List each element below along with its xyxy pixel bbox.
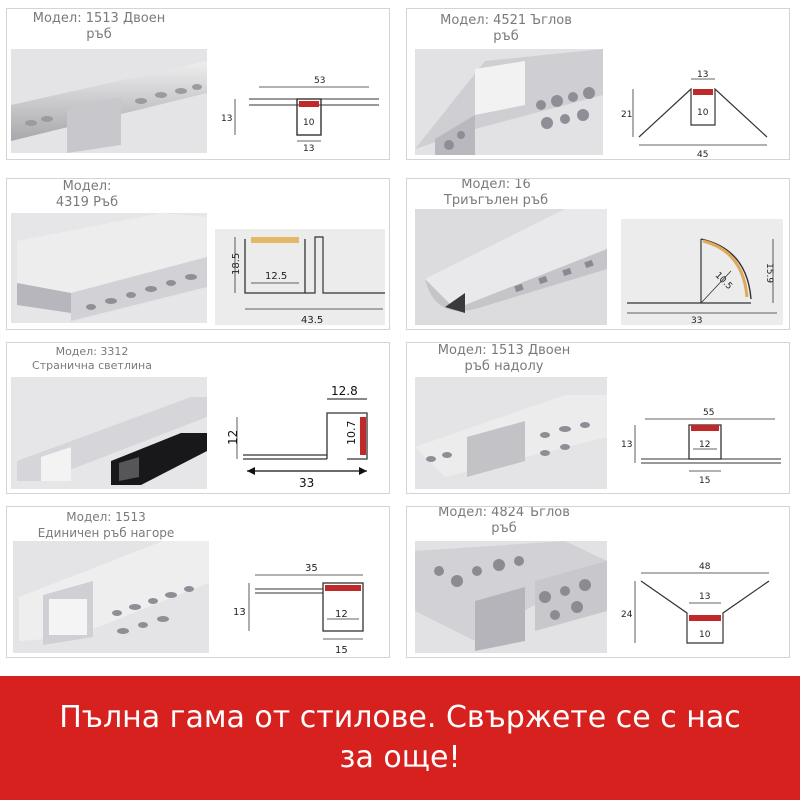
product-card-4521-corner: Модел: 4521 Ъглов ръб 13 21 10 45 <box>406 8 790 160</box>
dimension-label: 15 <box>699 476 710 486</box>
profile-drawing: 53 13 10 13 <box>221 76 379 154</box>
product-photo <box>11 377 207 489</box>
dimension-label: 13 <box>621 440 632 450</box>
product-photo <box>415 209 607 325</box>
profile-drawing: 35 13 12 15 <box>233 563 364 655</box>
dimension-label: 18.5 <box>231 253 242 275</box>
profile-drawing: 10.5 15.9 33 <box>627 238 777 325</box>
dimension-label: 43.5 <box>301 315 323 325</box>
profile-drawing: 12.8 12 10.7 33 <box>226 384 368 490</box>
dimension-label: 15.9 <box>764 263 774 283</box>
product-caption: Модел: 4824 Ъглов ръб <box>438 506 570 536</box>
dimension-label: 12.8 <box>331 384 358 398</box>
dimension-label: 53 <box>314 76 325 86</box>
product-caption: Модел: 3312 Странична светлина <box>32 345 152 372</box>
dimension-label: 21 <box>621 110 632 120</box>
product-photo <box>11 49 207 153</box>
product-card-1513-double-down: Модел: 1513 Двоен ръб надолу 55 13 12 15 <box>406 342 790 494</box>
dimension-label: 10 <box>697 108 709 118</box>
dimension-label: 13 <box>221 114 232 124</box>
dimension-label: 12 <box>335 609 348 620</box>
product-card-4319-edge: Модел: 4319 Ръб 18.5 12.5 43.5 <box>6 178 390 330</box>
profile-drawing: 55 13 12 15 <box>621 408 781 486</box>
product-card-3312-side-light: Модел: 3312 Странична светлина 12.8 12 1… <box>6 342 390 494</box>
profile-drawing: 48 13 24 10 <box>621 562 770 644</box>
dimension-label: 12 <box>699 440 710 450</box>
product-photo <box>415 377 607 489</box>
promo-banner: Пълна гама от стилове. Свържете се с нас… <box>0 676 800 800</box>
dimension-label: 48 <box>699 562 711 572</box>
dimension-label: 12 <box>226 430 240 445</box>
product-photo <box>13 541 209 653</box>
dimension-label: 45 <box>697 150 708 159</box>
dimension-label: 10.7 <box>345 421 358 446</box>
dimension-label: 13 <box>233 607 246 618</box>
dimension-label: 10 <box>699 630 711 640</box>
dimension-label: 24 <box>621 610 633 620</box>
product-photo <box>11 213 207 323</box>
dimension-label: 13 <box>697 70 708 80</box>
dimension-label: 10 <box>303 118 315 128</box>
dimension-label: 55 <box>703 408 714 418</box>
promo-banner-text: Пълна гама от стилове. Свържете се с нас… <box>59 700 741 775</box>
product-caption: Модел: 16 Триъгълен ръб <box>443 178 549 208</box>
product-card-1513-single-up: Модел: 1513 Единичен ръб нагоре 35 13 12… <box>6 506 390 658</box>
product-caption: Модел: 4319 Ръб <box>55 179 119 210</box>
dimension-label: 10.5 <box>713 271 734 292</box>
dimension-label: 13 <box>303 144 314 154</box>
product-caption: Модел: 1513 Двоен ръб <box>32 11 166 42</box>
dimension-label: 33 <box>299 476 314 490</box>
product-photo <box>415 49 603 155</box>
profile-drawing: 18.5 12.5 43.5 <box>231 236 385 325</box>
dimension-label: 12.5 <box>265 271 287 282</box>
product-card-1513-double: Модел: 1513 Двоен ръб 53 13 10 13 <box>6 8 390 160</box>
product-photo <box>415 541 607 653</box>
product-caption: Модел: 4521 Ъглов ръб <box>440 13 572 44</box>
dimension-label: 35 <box>305 563 318 574</box>
dimension-label: 15 <box>335 645 348 655</box>
dimension-label: 33 <box>691 316 702 325</box>
profile-drawing: 13 21 10 45 <box>621 70 768 159</box>
dimension-label: 13 <box>699 592 710 602</box>
product-caption: Модел: 1513 Двоен ръб надолу <box>437 343 571 374</box>
profile-drawing-panel <box>621 219 783 325</box>
product-card-4824-corner: Модел: 4824 Ъглов ръб 48 13 24 10 <box>406 506 790 658</box>
product-card-16-triangle: Модел: 16 Триъгълен ръб 10.5 15.9 33 <box>406 178 790 330</box>
product-caption: Модел: 1513 Единичен ръб нагоре <box>37 510 175 540</box>
